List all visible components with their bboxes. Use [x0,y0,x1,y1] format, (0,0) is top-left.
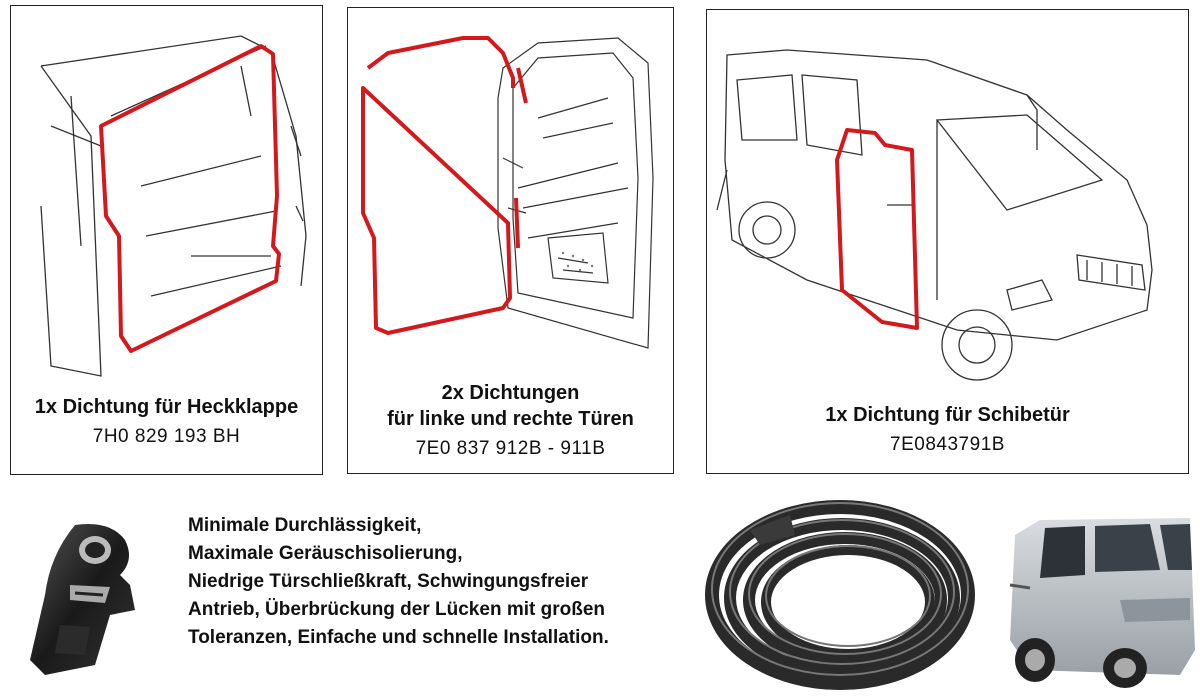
sliding-door-title: 1x Dichtung für Schibetür [825,404,1070,426]
feature-line: Minimale Durchlässigkeit, [188,515,422,536]
doors-part-number: 7E0 837 912B - 911B [415,438,606,459]
feature-line: Antrieb, Überbrückung der Lücken mit gro… [188,599,605,620]
tailgate-panel: 1x Dichtung für Heckklappe 7H0 829 193 B… [10,5,323,475]
door-seal-diagram-icon [361,36,654,349]
sliding-door-caption: 1x Dichtung für Schibetür 7E0843791B [707,402,1188,458]
feature-list: Minimale Durchlässigkeit, Maximale Geräu… [188,512,708,652]
coiled-seal-image [705,500,975,690]
seal-profile-image [30,524,135,675]
doors-title-line2: für linke und rechte Türen [387,408,634,430]
tailgate-title: 1x Dichtung für Heckklappe [34,396,299,418]
feature-line: Maximale Geräuschisolierung, [188,543,463,564]
tailgate-part-number: 7H0 829 193 BH [92,426,241,447]
feature-line: Toleranzen, Einfache und schnelle Instal… [188,627,609,648]
sliding-door-seal-diagram-icon [716,49,1153,381]
doors-caption: 2x Dichtungen für linke und rechte Türen… [348,380,673,462]
tailgate-seal-diagram-icon [40,35,307,377]
doors-panel: 2x Dichtungen für linke und rechte Türen… [347,7,674,474]
tailgate-caption: 1x Dichtung für Heckklappe 7H0 829 193 B… [11,394,322,450]
feature-line: Niedrige Türschließkraft, Schwingungsfre… [188,571,589,592]
van-photo [1009,518,1195,688]
sliding-door-panel: 1x Dichtung für Schibetür 7E0843791B [706,9,1189,474]
doors-title-line1: 2x Dichtungen [441,382,580,404]
sliding-door-part-number: 7E0843791B [890,434,1005,455]
